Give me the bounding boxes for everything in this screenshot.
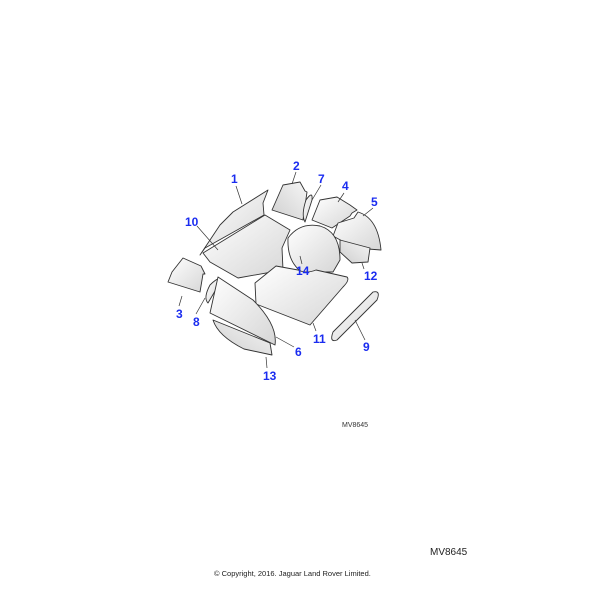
part-12-shape (339, 239, 371, 264)
callout-6: 6 (295, 345, 302, 359)
part-1-shape (199, 189, 269, 256)
part-4-shape (311, 196, 358, 229)
callout-9: 9 (363, 340, 370, 354)
callout-14: 14 (296, 264, 310, 278)
part-7-shape (302, 194, 313, 223)
part-10-shape (202, 214, 291, 279)
callout-7: 7 (318, 172, 325, 186)
callout-8: 8 (193, 315, 200, 329)
illustration-code: MV8645 (430, 547, 468, 558)
callout-13: 13 (263, 369, 277, 383)
part-3-shape (167, 257, 206, 293)
part-11-shape (254, 265, 349, 326)
callout-3: 3 (176, 307, 183, 321)
part-2-shape (271, 181, 308, 221)
callout-11: 11 (313, 332, 326, 346)
callout-1: 1 (231, 172, 238, 186)
part-13-shape (212, 319, 273, 356)
callout-4: 4 (342, 179, 349, 193)
leader-lines (178, 171, 374, 369)
part-6-shape (209, 276, 276, 346)
illustration-code-small: MV8645 (342, 422, 369, 429)
callout-10: 10 (185, 215, 199, 229)
callout-12: 12 (364, 269, 378, 283)
callout-5: 5 (371, 195, 378, 209)
copyright-notice: © Copyright, 2016. Jaguar Land Rover Lim… (214, 569, 371, 578)
callout-2: 2 (293, 159, 300, 173)
part-9-shape (331, 291, 379, 342)
